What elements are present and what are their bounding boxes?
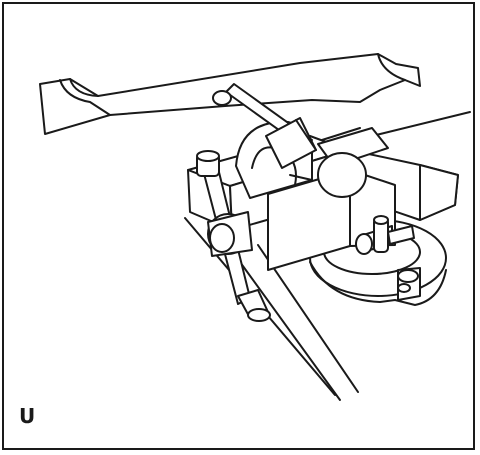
vise-body [188,122,458,270]
swivel-lock-pin [356,216,414,254]
vise-handle [197,151,270,321]
figure-label: U [19,404,36,428]
wrench-extension [213,84,316,168]
